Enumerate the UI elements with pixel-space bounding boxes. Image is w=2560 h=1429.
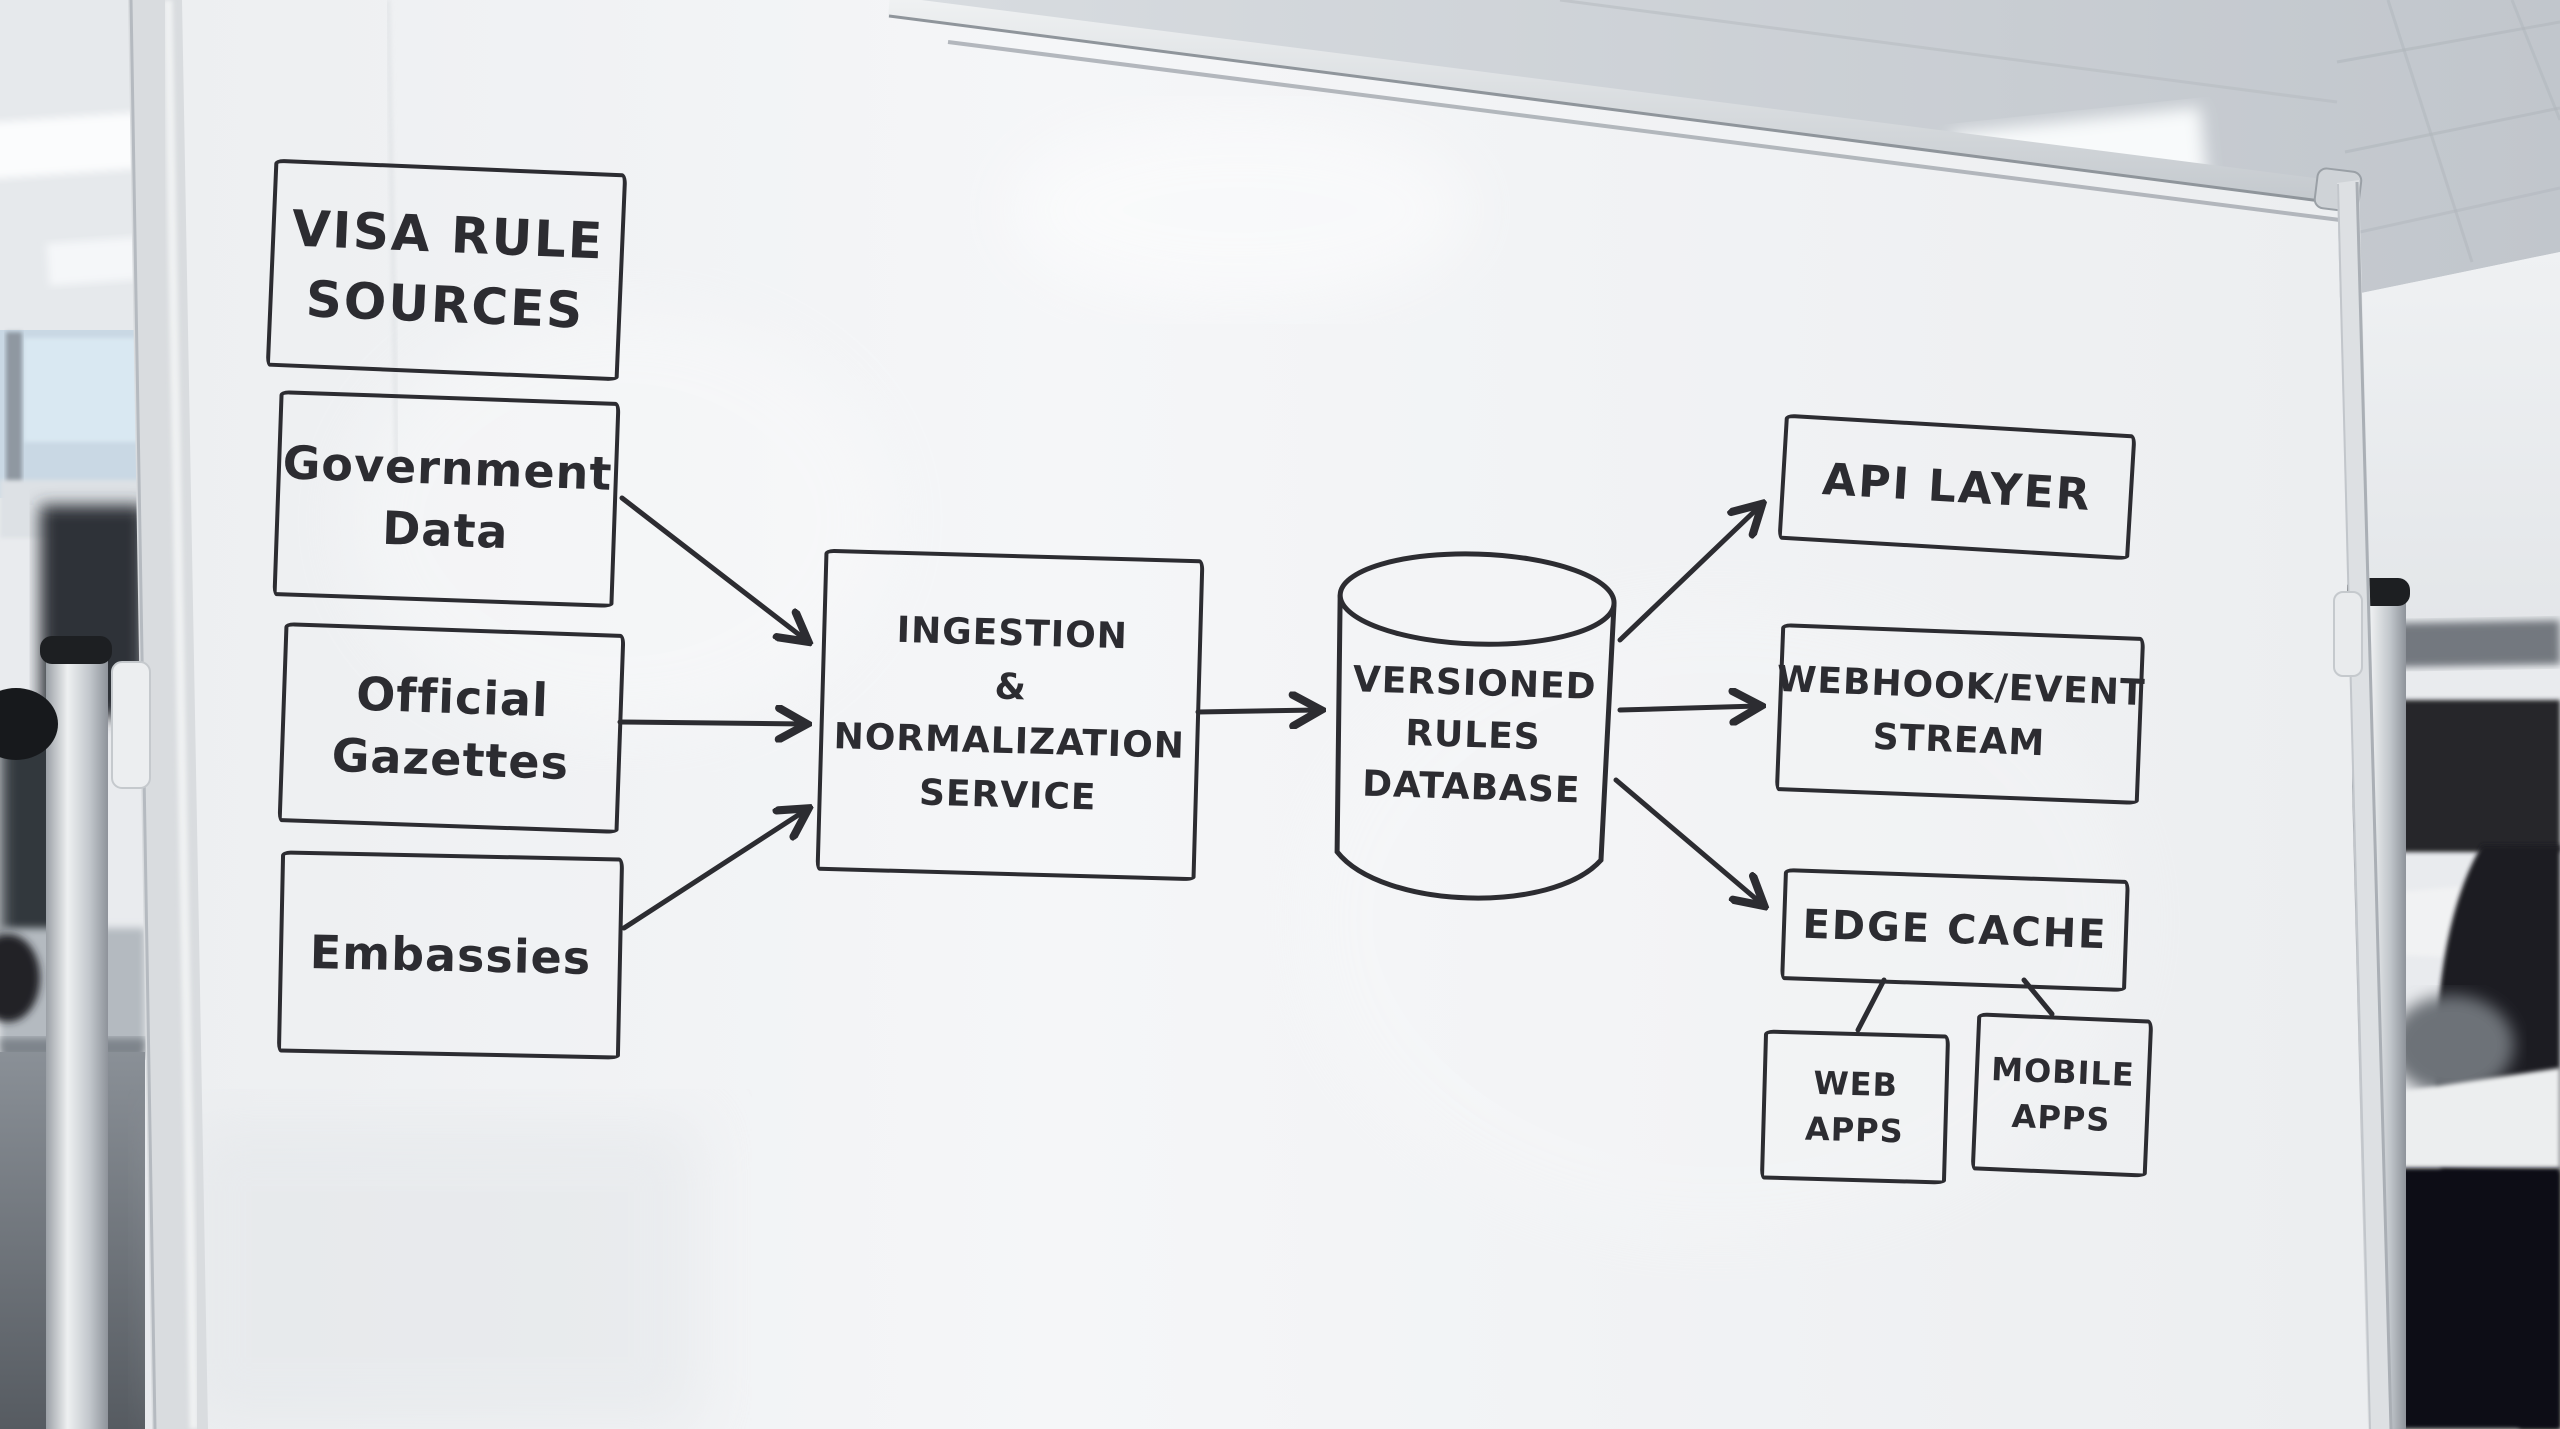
frame-right-line-inner (2337, 183, 2371, 1429)
versioned-rules-database-node: VERSIONED RULES DATABASE (1343, 632, 1603, 840)
board-clamp-left (111, 661, 151, 789)
under-desk-shadow (2398, 1168, 2560, 1429)
line-edge-cache-to-web-apps (1855, 977, 1887, 1033)
api-layer-label: API LAYER (1820, 453, 2094, 521)
webhook-event-stream-label: WEBHOOK/EVENT STREAM (1775, 658, 2147, 765)
pole-left (46, 650, 108, 1429)
board-frame-right (2337, 180, 2392, 1429)
mobile-apps-box: MOBILE APPS (1970, 1012, 2154, 1178)
arrow-database-to-webhook (1617, 706, 1758, 710)
ceiling-light-left-1 (0, 112, 147, 180)
board-shade (180, 1120, 700, 1429)
arrow-database-to-edge-cache (1613, 777, 1762, 904)
board-glare-1 (1010, 115, 1470, 305)
lower-dark-object (0, 934, 40, 1022)
cylinder-body (1334, 593, 1617, 901)
web-apps-label: WEB APPS (1804, 1063, 1905, 1151)
embassies-label: Embassies (309, 925, 592, 985)
board-reflection-line (386, 0, 399, 471)
arrow-government-to-ingestion (619, 495, 806, 640)
window-sky (24, 338, 142, 442)
cylinder-top (1337, 551, 1617, 647)
right-wall (2337, 252, 2560, 665)
chair-armrest (2390, 995, 2514, 1095)
ingestion-normalization-service-box: INGESTION & NORMALIZATION SERVICE (815, 548, 1205, 882)
government-data-box: Government Data (272, 390, 621, 608)
database-cylinder (1334, 551, 1617, 901)
embassies-box: Embassies (276, 850, 625, 1060)
versioned-rules-database-label: VERSIONED RULES DATABASE (1352, 658, 1598, 812)
ceiling-light-left-2 (46, 236, 160, 286)
arrow-gazettes-to-ingestion (617, 722, 804, 724)
arrow-database-to-api (1617, 506, 1760, 643)
line-edge-cache-to-mobile-apps (2021, 977, 2055, 1017)
whiteboard (128, 0, 2393, 1429)
window-mullion (6, 332, 22, 496)
board-clamp-right (2333, 591, 2363, 677)
board-rail-top (888, 0, 2338, 204)
official-gazettes-box: Official Gazettes (277, 622, 626, 834)
frame-left-highlight (163, 0, 199, 1429)
official-gazettes-label: Official Gazettes (330, 666, 570, 791)
mobile-apps-label: MOBILE APPS (1990, 1049, 2136, 1140)
ingestion-normalization-service-label: INGESTION & NORMALIZATION SERVICE (833, 609, 1186, 819)
desk-surface-near (2398, 1068, 2560, 1172)
api-layer-box: API LAYER (1777, 413, 2137, 561)
rail-second-line (947, 40, 2341, 222)
clamp-knob (0, 688, 58, 760)
arrow-embassies-to-ingestion (621, 810, 806, 931)
visa-rule-sources-label: VISA RULE SOURCES (290, 199, 606, 340)
edge-cache-label: EDGE CACHE (1801, 901, 2109, 959)
board-glare-2 (350, 310, 890, 730)
left-stand-pole (0, 636, 112, 1429)
web-apps-box: WEB APPS (1759, 1029, 1951, 1185)
right-office-furniture (2357, 620, 2560, 1429)
webhook-event-stream-box: WEBHOOK/EVENT STREAM (1774, 623, 2147, 805)
pole-left-cap (40, 636, 112, 664)
rail-bottom-line (888, 14, 2337, 205)
arrow-ingestion-to-database (1195, 710, 1318, 712)
board-glare-3 (1300, 600, 2140, 1240)
edge-cache-box: EDGE CACHE (1780, 867, 2130, 993)
monitor (2398, 700, 2560, 852)
frame-right-line-outer (2355, 181, 2393, 1429)
privacy-screen-top (2357, 620, 2560, 668)
government-data-label: Government Data (281, 435, 614, 560)
visa-rule-sources-box: VISA RULE SOURCES (265, 158, 628, 382)
